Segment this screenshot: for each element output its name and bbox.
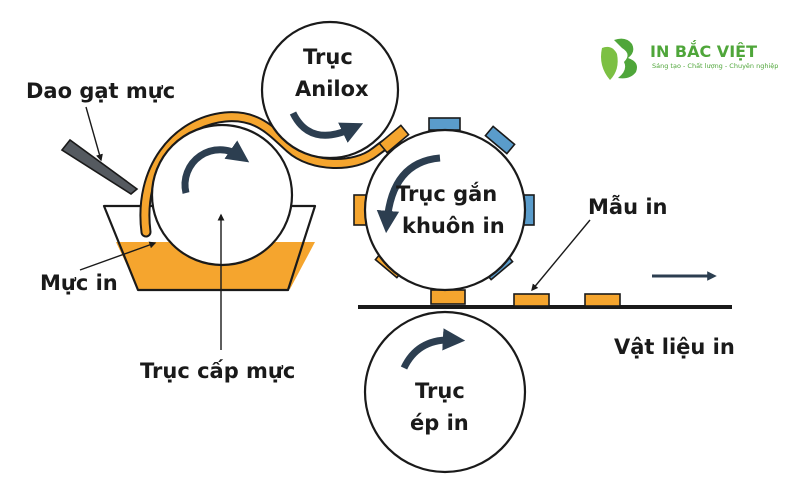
plate-pad <box>484 125 516 155</box>
fountain-roll-rotation-arrow <box>181 140 250 194</box>
label-print-sample: Mẫu in <box>588 195 667 219</box>
label-doctor-blade: Dao gạt mực <box>26 79 175 103</box>
label-fountain-roll: Trục cấp mực <box>140 359 295 383</box>
printed-mark <box>513 293 550 307</box>
plate-pad <box>378 124 410 154</box>
plate-pad <box>430 289 466 305</box>
label-impression-line1: Trục <box>415 379 465 403</box>
impression-cylinder <box>363 310 527 474</box>
label-impression-line2: ép in <box>410 411 469 435</box>
brand-logo: IN BẮC VIỆT Sáng tạo - Chất lượng - Chuy… <box>601 38 778 80</box>
fountain-roll <box>150 123 294 267</box>
label-ink: Mực in <box>40 271 118 295</box>
printed-mark <box>584 293 621 307</box>
anilox-rotation-arrow <box>289 111 364 143</box>
brand-tagline: Sáng tạo - Chất lượng - Chuyên nghiệp <box>652 62 778 70</box>
plate-pad <box>428 117 461 131</box>
label-anilox-line2: Anilox <box>295 77 369 101</box>
brand-name: IN BẮC VIỆT <box>650 40 757 61</box>
impression-rotation-arrow <box>400 328 466 370</box>
label-anilox-line1: Trục <box>303 45 353 69</box>
print-sample-leader <box>531 219 591 292</box>
label-substrate: Vật liệu in <box>614 335 735 359</box>
label-plate-line2: khuôn in <box>402 214 505 238</box>
doctor-blade-leader <box>85 106 103 162</box>
plate-cylinder-group <box>353 117 535 305</box>
plate-rotation-arrow <box>376 154 441 234</box>
ink-leader <box>79 241 157 271</box>
doctor-blade <box>60 138 139 195</box>
label-plate-line1: Trục gắn <box>396 181 497 206</box>
